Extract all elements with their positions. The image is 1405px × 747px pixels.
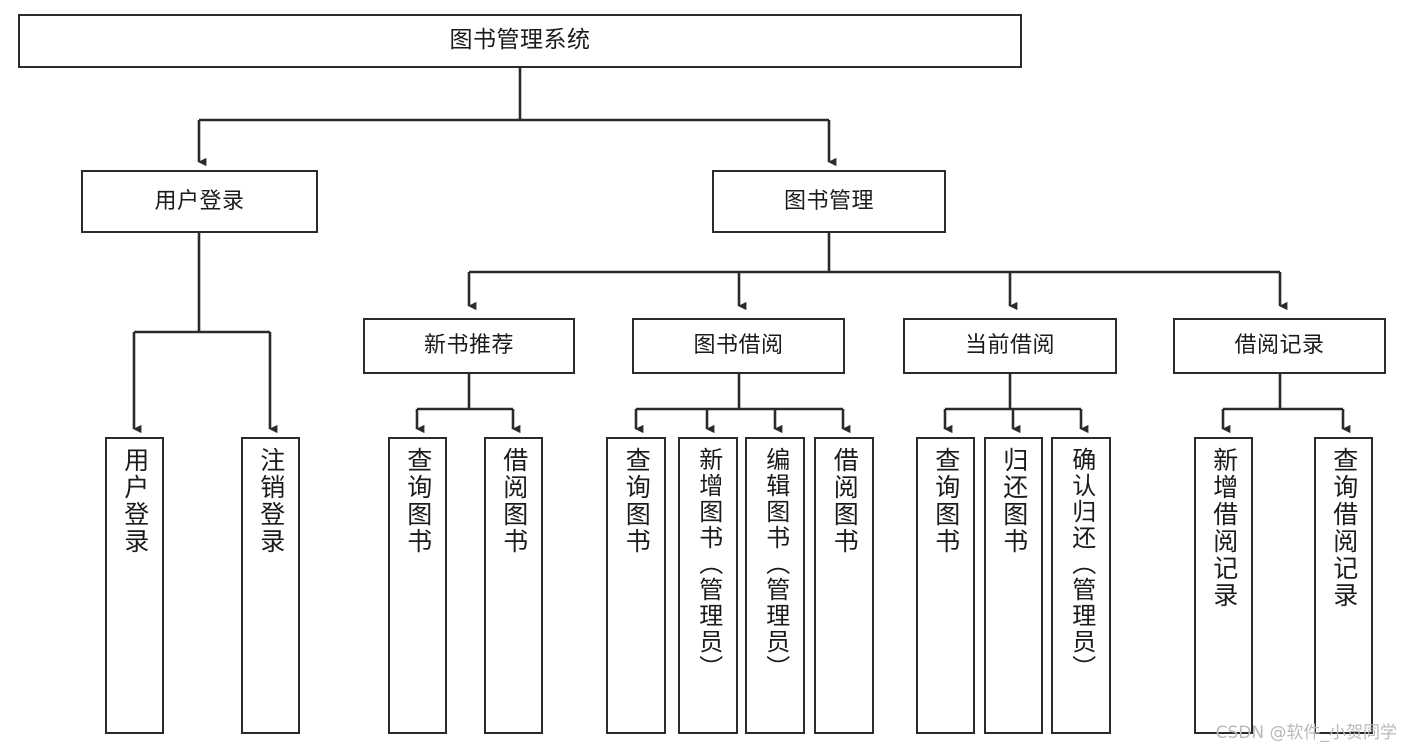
node-label: 新增图书（管理员） — [694, 447, 723, 681]
node-label: 查询图书 — [403, 447, 433, 555]
leaf-query-borrow-record[interactable]: 查询借阅记录 — [1314, 437, 1373, 734]
node-label: 用户登录 — [120, 447, 150, 555]
node-label: 图书借阅 — [693, 333, 784, 359]
leaf-query-books-recommend[interactable]: 查询图书 — [388, 437, 447, 734]
node-label: 确认归还（管理员） — [1067, 447, 1096, 681]
node-label: 用户登录 — [154, 188, 245, 214]
leaf-return-books[interactable]: 归还图书 — [984, 437, 1043, 734]
node-label: 当前借阅 — [964, 333, 1055, 359]
node-current-borrowing[interactable]: 当前借阅 — [903, 318, 1117, 374]
node-label: 查询借阅记录 — [1329, 447, 1359, 609]
leaf-add-book-admin[interactable]: 新增图书（管理员） — [678, 437, 738, 734]
leaf-query-books-current[interactable]: 查询图书 — [916, 437, 975, 734]
node-label: 图书管理 — [783, 188, 874, 214]
node-label: 查询图书 — [622, 447, 652, 555]
leaf-borrow-books-recommend[interactable]: 借阅图书 — [484, 437, 543, 734]
node-label: 图书管理系统 — [449, 27, 591, 54]
node-borrowing-record[interactable]: 借阅记录 — [1173, 318, 1386, 374]
node-book-borrowing[interactable]: 图书借阅 — [632, 318, 845, 374]
leaf-user-login[interactable]: 用户登录 — [105, 437, 164, 734]
leaf-edit-book-admin[interactable]: 编辑图书（管理员） — [745, 437, 805, 734]
node-label: 归还图书 — [999, 447, 1029, 555]
leaf-query-books-borrow[interactable]: 查询图书 — [606, 437, 666, 734]
node-user-login[interactable]: 用户登录 — [81, 170, 318, 233]
leaf-logout-login[interactable]: 注销登录 — [241, 437, 300, 734]
node-new-book-recommendation[interactable]: 新书推荐 — [363, 318, 575, 374]
leaf-confirm-return-admin[interactable]: 确认归还（管理员） — [1051, 437, 1111, 734]
node-label: 借阅图书 — [830, 447, 860, 555]
leaf-add-borrow-record[interactable]: 新增借阅记录 — [1194, 437, 1253, 734]
node-label: 新书推荐 — [423, 333, 514, 359]
node-label: 注销登录 — [256, 447, 286, 555]
node-book-management[interactable]: 图书管理 — [712, 170, 946, 233]
node-label: 借阅图书 — [499, 447, 529, 555]
node-label: 查询图书 — [931, 447, 961, 555]
node-root-book-management-system[interactable]: 图书管理系统 — [18, 14, 1022, 68]
node-label: 新增借阅记录 — [1209, 447, 1239, 609]
node-label: 编辑图书（管理员） — [761, 447, 790, 681]
node-label: 借阅记录 — [1234, 333, 1325, 359]
watermark-text: CSDN @软件_小贺同学 — [1215, 723, 1397, 743]
leaf-borrow-books[interactable]: 借阅图书 — [814, 437, 874, 734]
